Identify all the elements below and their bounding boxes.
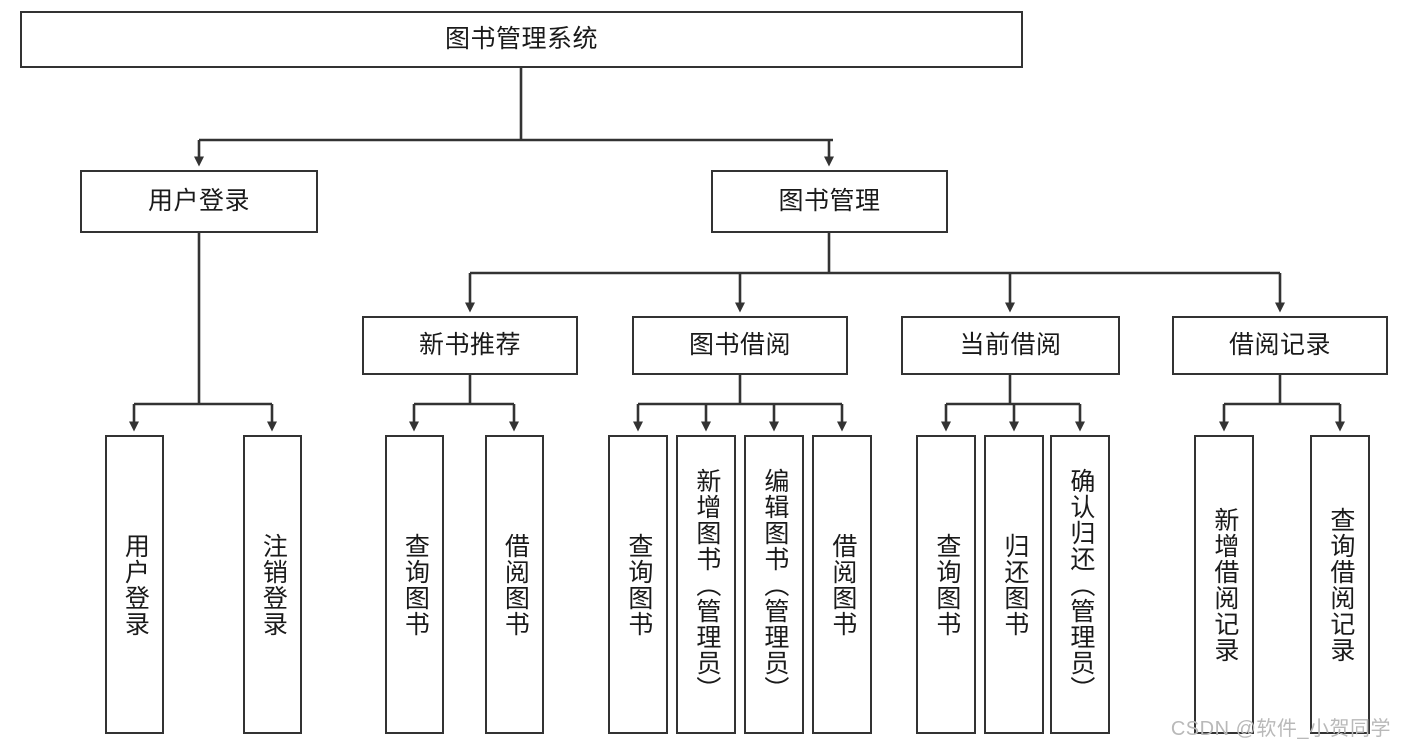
leaf-node-label: 查询图书 (624, 532, 653, 637)
node-root[interactable]: 图书管理系统 (20, 11, 1023, 68)
leaf-node[interactable]: 新增图书（管理员） (676, 435, 736, 734)
node-borrow-record-label: 借阅记录 (1228, 330, 1331, 359)
node-new-book-recommend[interactable]: 新书推荐 (362, 316, 578, 375)
leaf-node[interactable]: 查询图书 (916, 435, 976, 734)
leaf-node[interactable]: 查询图书 (385, 435, 444, 734)
leaf-node[interactable]: 新增借阅记录 (1194, 435, 1254, 734)
leaf-node-label: 注销登录 (259, 532, 288, 637)
leaf-node-label: 用户登录 (121, 532, 150, 637)
leaf-node-label: 编辑图书（管理员） (760, 467, 789, 702)
leaf-node[interactable]: 查询借阅记录 (1310, 435, 1370, 734)
node-user-login[interactable]: 用户登录 (80, 170, 318, 233)
leaf-node-label: 归还图书 (1000, 532, 1029, 637)
node-new-book-recommend-label: 新书推荐 (418, 330, 521, 359)
leaf-node[interactable]: 确认归还（管理员） (1050, 435, 1110, 734)
node-book-management[interactable]: 图书管理 (711, 170, 948, 233)
leaf-node[interactable]: 借阅图书 (812, 435, 872, 734)
leaf-node-label: 查询图书 (932, 532, 961, 637)
leaf-node-label: 查询借阅记录 (1326, 506, 1355, 663)
node-book-borrow-label: 图书借阅 (688, 330, 791, 359)
leaf-node-label: 新增图书（管理员） (692, 467, 721, 702)
node-current-borrow[interactable]: 当前借阅 (901, 316, 1120, 375)
leaf-node[interactable]: 注销登录 (243, 435, 302, 734)
watermark: CSDN @软件_小贺同学 (1170, 718, 1391, 740)
node-book-borrow[interactable]: 图书借阅 (632, 316, 848, 375)
node-current-borrow-label: 当前借阅 (959, 330, 1062, 359)
leaf-node-label: 新增借阅记录 (1210, 506, 1239, 663)
leaf-node-label: 确认归还（管理员） (1066, 467, 1095, 702)
leaf-node[interactable]: 用户登录 (105, 435, 164, 734)
leaf-node-label: 借阅图书 (828, 532, 857, 637)
node-borrow-record[interactable]: 借阅记录 (1172, 316, 1388, 375)
node-book-management-label: 图书管理 (778, 186, 881, 215)
node-root-label: 图书管理系统 (444, 24, 598, 53)
leaf-node[interactable]: 查询图书 (608, 435, 668, 734)
leaf-node-label: 借阅图书 (501, 532, 530, 637)
leaf-node[interactable]: 编辑图书（管理员） (744, 435, 804, 734)
leaf-node[interactable]: 归还图书 (984, 435, 1044, 734)
leaf-node-label: 查询图书 (401, 532, 430, 637)
node-user-login-label: 用户登录 (147, 186, 250, 215)
leaf-node[interactable]: 借阅图书 (485, 435, 544, 734)
